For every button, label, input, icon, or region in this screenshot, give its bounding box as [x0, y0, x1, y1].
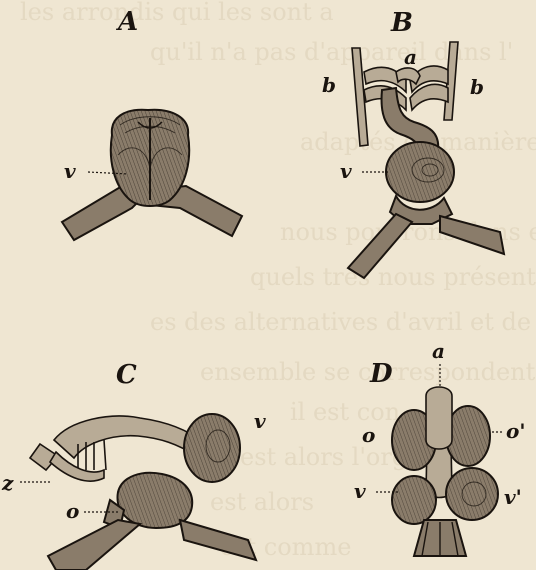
figure-b-label-b-right: b: [470, 75, 484, 99]
bg-line-5: quels très nous présentent d: [250, 263, 536, 291]
bg-line-1: les arrondis qui les sont a: [20, 0, 334, 26]
figure-b-label-a: a: [404, 45, 417, 69]
bg-line-7: ensemble se correspondent. Un: [200, 358, 536, 386]
figure-d-label-o-right: o': [506, 419, 525, 443]
figure-b-title: B: [390, 8, 413, 38]
figure-b-label-v: v: [340, 159, 352, 183]
figure-d-label-a: a: [432, 339, 445, 363]
figure-d-label-v-right: v': [504, 485, 522, 509]
figure-c: C v z o: [1, 360, 266, 570]
figure-d-label-o-left: o: [362, 423, 375, 447]
bg-line-10: est alors: [210, 488, 314, 516]
figure-a-title: A: [115, 7, 138, 37]
bg-line-6: es des alternatives d'avril et de: [150, 308, 531, 336]
figure-b-label-b-left: b: [322, 73, 336, 97]
bg-line-8: il est con: [290, 398, 400, 426]
bg-line-2: qu'il n'a pas d'appareil dans l': [150, 38, 513, 66]
figure-a-label-v: v: [64, 159, 76, 183]
figure-d-label-v-left: v: [354, 479, 366, 503]
figure-c-title: C: [116, 360, 137, 390]
figure-c-label-z: z: [1, 471, 14, 495]
figure-c-label-o: o: [66, 499, 79, 523]
figure-d-title: D: [369, 359, 393, 389]
figure-c-label-v: v: [254, 409, 266, 433]
